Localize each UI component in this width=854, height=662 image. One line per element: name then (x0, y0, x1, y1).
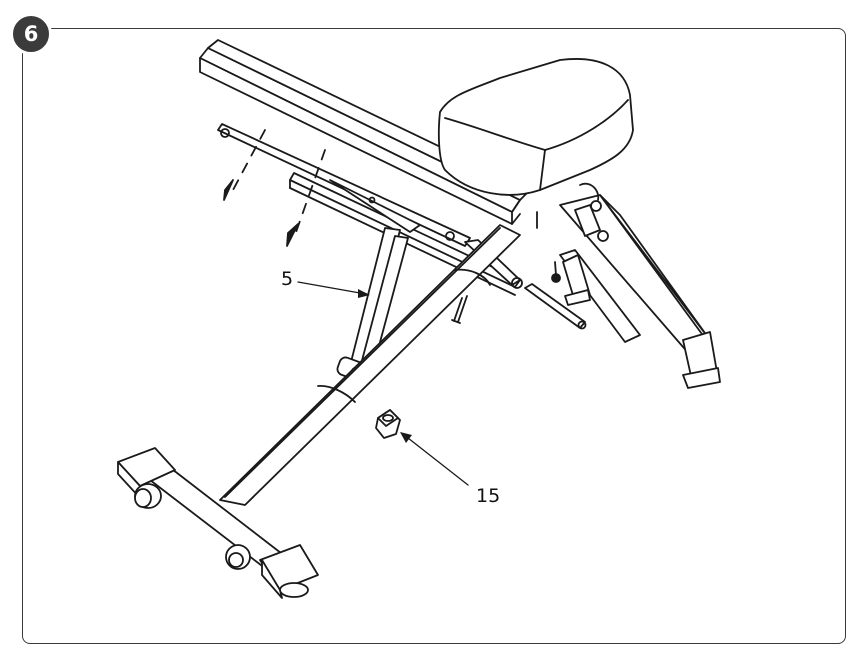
seat-pad (437, 58, 634, 196)
rear-feet (562, 254, 721, 389)
step-number: 6 (23, 22, 39, 46)
callout-label-5: 5 (281, 268, 294, 290)
dashed-install-lines (223, 129, 326, 247)
main-frame-tube (219, 224, 521, 506)
loose-pins (451, 211, 587, 330)
step-number-badge: 6 (10, 13, 52, 55)
nut-15 (375, 409, 401, 439)
front-crossbar (117, 447, 319, 599)
leader-lines (297, 281, 469, 486)
diagram-frame (22, 28, 846, 644)
callout-label-15: 15 (476, 485, 501, 507)
rear-frame (559, 182, 711, 356)
